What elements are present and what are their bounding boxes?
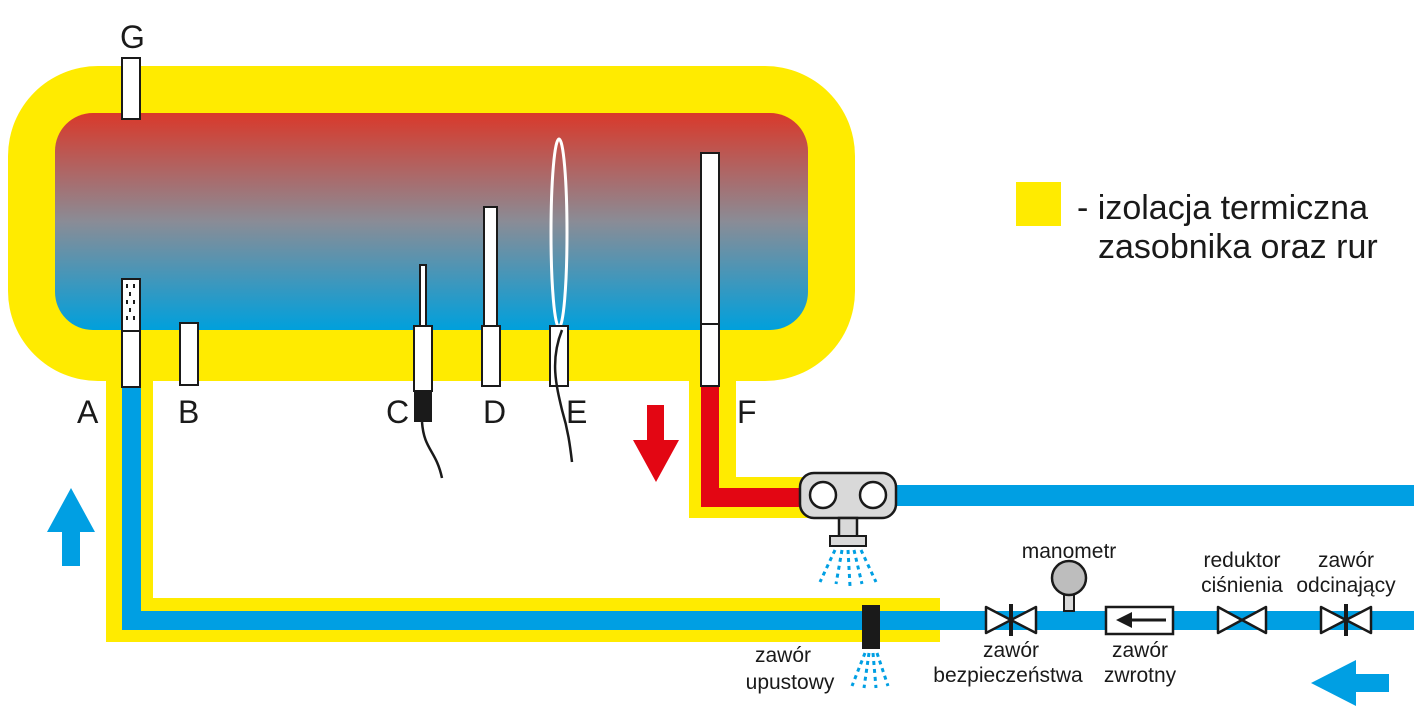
- drain-spray-icon: [850, 652, 890, 689]
- connector-f: [700, 152, 720, 387]
- legend-line-2: zasobnika oraz rur: [1098, 228, 1378, 266]
- label-e: E: [566, 394, 587, 430]
- connector-b: [179, 322, 199, 386]
- hot-outlet-pipe: [895, 485, 1414, 506]
- label-safety-1: zawór: [983, 639, 1039, 662]
- blue-arrow-left-icon: [1311, 660, 1389, 706]
- label-manometer: manometr: [1022, 540, 1117, 563]
- label-safety-2: bezpieczeństwa: [933, 664, 1083, 687]
- shutoff-valve: [1319, 604, 1373, 636]
- label-drain-1: zawór: [755, 644, 811, 667]
- drain-valve: [862, 605, 880, 649]
- connector-c-sensor: [413, 264, 444, 479]
- label-reducer-2: ciśnienia: [1201, 574, 1283, 597]
- hot-pipe-insulation: [689, 380, 810, 518]
- manometer-gauge: [1050, 559, 1088, 612]
- connector-g: [121, 57, 141, 120]
- label-a: A: [77, 394, 99, 430]
- pressure-reducer: [1216, 605, 1268, 635]
- mixing-valve: [798, 471, 898, 547]
- label-check-1: zawór: [1112, 639, 1168, 662]
- label-reducer-1: reduktor: [1203, 549, 1280, 572]
- connector-d: [481, 206, 501, 387]
- safety-valve: [984, 604, 1038, 636]
- tank-water: [55, 113, 808, 330]
- label-shutoff-2: odcinający: [1296, 574, 1396, 597]
- connector-a: [121, 278, 141, 388]
- legend-line-1: - izolacja termiczna: [1077, 189, 1368, 227]
- label-b: B: [178, 394, 199, 430]
- label-c: C: [386, 394, 409, 430]
- check-valve: [1104, 605, 1175, 636]
- legend-insulation-swatch: [1016, 182, 1061, 226]
- label-shutoff-1: zawór: [1318, 549, 1374, 572]
- label-f: F: [737, 394, 757, 430]
- label-drain-2: upustowy: [746, 671, 835, 694]
- label-check-2: zwrotny: [1104, 664, 1177, 687]
- blue-arrow-up-icon: [47, 488, 95, 566]
- label-d: D: [483, 394, 506, 430]
- red-arrow-down-icon: [633, 405, 679, 482]
- label-g: G: [120, 19, 145, 55]
- connector-e-heater: [549, 137, 574, 463]
- tap-spray-icon: [818, 549, 878, 587]
